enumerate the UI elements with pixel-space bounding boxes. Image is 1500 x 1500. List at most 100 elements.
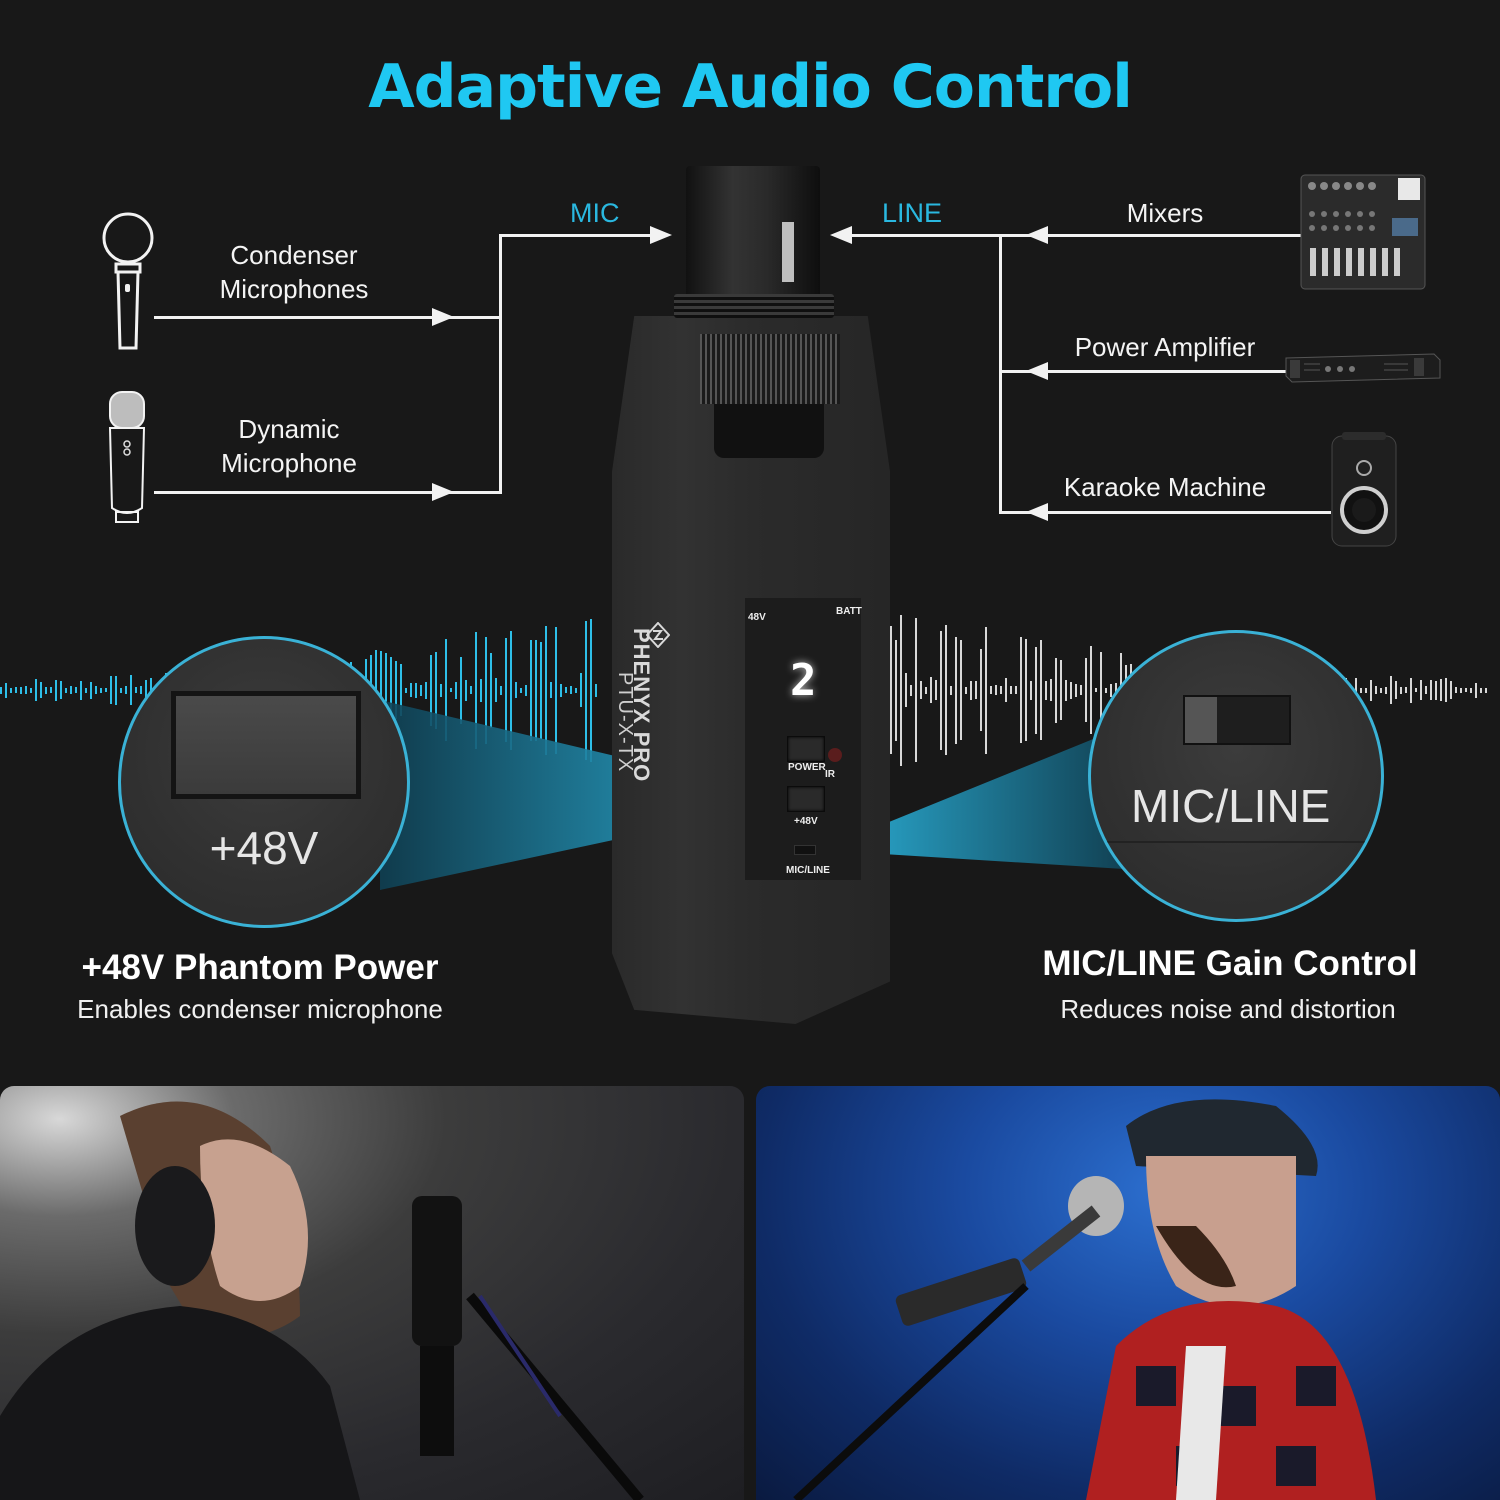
phantom-label: +48V [794,816,818,827]
waveform-bar [420,684,422,696]
arrow-right-icon [432,483,454,501]
waveform-bar [1095,688,1097,692]
phantom-power-button[interactable] [787,786,825,812]
source-label-line1: Condenser [230,240,358,270]
waveform-bar [570,686,572,694]
waveform-bar [510,630,512,750]
waveform-bar [1485,687,1487,693]
waveform-bar [380,651,382,729]
waveform-bar [405,687,407,693]
waveform-bar [1360,687,1362,693]
brand-logo-icon [646,622,670,648]
waveform-bar [490,652,492,728]
callout-beam-right [820,720,1140,870]
waveform-bar [1425,686,1427,694]
waveform-bar [485,636,487,744]
waveform-bar [920,681,922,699]
waveform-bar [525,684,527,696]
output-label-mixers: Mixers [1126,198,1204,228]
waveform-bar [465,679,467,701]
page-title: Adaptive Audio Control [368,52,1133,122]
waveform-bar [545,625,547,755]
waveform-bar [505,638,507,742]
waveform-bar [115,675,117,705]
callout-beam-left [380,700,800,890]
ir-label: IR [825,769,835,780]
waveform-bar [1080,685,1082,695]
waveform-bar [120,687,122,693]
waveform-bar [1030,680,1032,700]
waveform-bar [565,687,567,693]
waveform-bar [930,677,932,703]
waveform-bar [585,620,587,760]
waveform-bar [935,680,937,700]
mic-line-switch[interactable] [794,845,816,855]
waveform-bar [925,686,927,694]
studio-microphone-icon [108,391,146,523]
waveform-bar [1395,681,1397,699]
arrow-left-icon [830,226,852,244]
waveform-bar [1105,687,1107,693]
waveform-bar [30,687,32,693]
waveform-bar [1010,686,1012,694]
karaoke-speaker-icon [1331,432,1397,547]
waveform-bar [400,664,402,716]
waveform-bar [560,683,562,697]
waveform-bar [910,684,912,696]
waveform-bar [385,653,387,727]
waveform-bar [440,683,442,697]
wire-condenser [154,316,500,319]
xlr-connector [686,166,820,296]
waveform-bar [895,639,897,741]
waveform-bar [85,687,87,693]
waveform-bar [425,681,427,699]
panel-edge [1091,841,1381,843]
waveform-bar [1070,681,1072,699]
source-label-line1: Dynamic [238,414,340,444]
waveform-bar [110,676,112,704]
photo-stage-singer [756,1086,1500,1500]
waveform-bar [900,614,902,766]
waveform-bar [5,682,7,698]
waveform-bar [1435,680,1437,700]
waveform-bar [1035,646,1037,734]
power-button[interactable] [787,736,825,762]
wire-line-feed [850,234,1302,237]
waveform-bar [1420,680,1422,700]
line-label: LINE [882,198,943,228]
output-label-power-amplifier: Power Amplifier [1074,332,1256,362]
waveform-bar [455,681,457,699]
feature-title-micline: MIC/LINE Gain Control [1042,944,1418,983]
waveform-bar [500,685,502,695]
power-label: POWER [788,762,826,773]
source-label-condenser: Condenser Microphones [196,238,392,306]
phantom-callout-label: +48V [209,822,319,874]
waveform-bar [100,687,102,693]
waveform-bar [75,687,77,693]
locking-ring [700,334,840,404]
waveform-bar [915,618,917,762]
waveform-bar [1375,686,1377,694]
waveform-bar [140,686,142,694]
arrow-left-icon [1026,226,1048,244]
wire-mic-bus [499,234,502,494]
waveform-bar [960,640,962,740]
waveform-bar [1385,686,1387,694]
waveform-bar [25,686,27,694]
source-label-dynamic: Dynamic Microphone [196,412,382,480]
waveform-bar [125,686,127,694]
waveform-bar [520,687,522,693]
waveform-bar [50,687,52,693]
waveform-bar [515,682,517,698]
waveform-bar [995,685,997,695]
wire-mic-feed [499,234,659,237]
studio-singer-illustration [0,1101,644,1500]
arrow-right-icon [650,226,672,244]
waveform-bar [1445,678,1447,702]
feature-desc-phantom: Enables condenser microphone [77,994,443,1024]
phantom-power-callout: +48V [118,636,410,928]
waveform-bar [955,636,957,744]
waveform-bar [1405,687,1407,693]
waveform-bar [1465,688,1467,692]
waveform-bar [985,626,987,754]
